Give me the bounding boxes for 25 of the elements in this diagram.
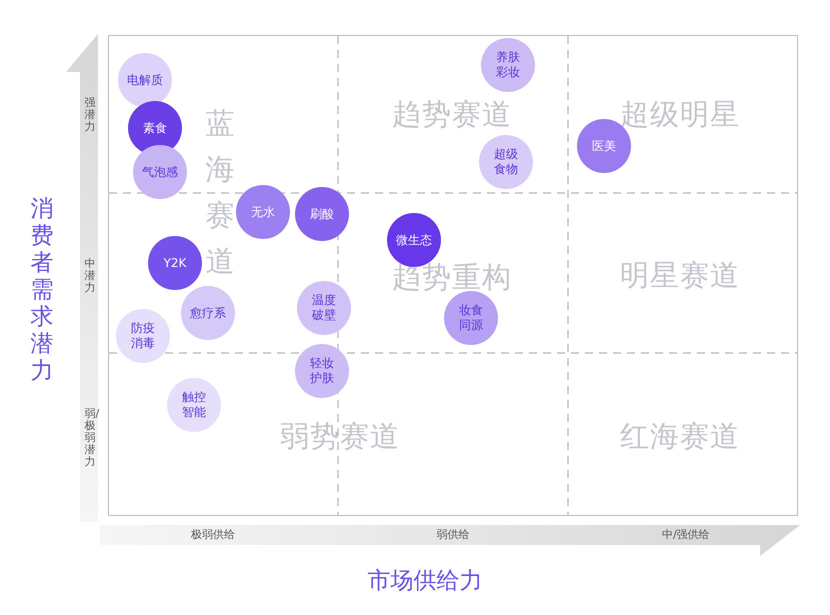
axis-tick-label: 中/强供给 [662, 526, 710, 542]
trend-bubble: 轻妆护肤 [295, 344, 349, 398]
axis-title: 消费者需求潜力 [30, 196, 54, 384]
trend-bubble: 触控智能 [167, 378, 221, 432]
trend-bubble: 气泡感 [133, 145, 187, 199]
trend-bubble: 妆食同源 [444, 291, 498, 345]
trend-bubble: 养肤彩妆 [481, 38, 535, 92]
quadrant-label: 红海赛道 [620, 418, 740, 455]
quadrant-label: 蓝海赛道 [206, 105, 234, 280]
trend-bubble: 无水 [236, 185, 290, 239]
quadrant-label: 弱势赛道 [280, 418, 400, 455]
axis-title: 市场供给力 [368, 566, 482, 596]
trend-bubble: 温度破壁 [297, 281, 351, 335]
axis-tick-label: 中潜力 [84, 258, 96, 294]
trend-bubble: 防疫消毒 [116, 309, 170, 363]
trend-bubble: 电解质 [118, 53, 172, 107]
trend-bubble: 超级食物 [479, 135, 533, 189]
axis-tick-label: 弱供给 [436, 526, 470, 542]
quadrant-label: 趋势赛道 [392, 96, 512, 133]
quadrant-label: 明星赛道 [620, 257, 740, 294]
trend-bubble: 愈疗系 [181, 286, 235, 340]
trend-bubble: 刷酸 [295, 187, 349, 241]
axis-tick-label: 强潜力 [84, 97, 96, 133]
trend-bubble: Y2K [148, 236, 202, 290]
axis-tick-label: 极弱供给 [191, 526, 235, 542]
